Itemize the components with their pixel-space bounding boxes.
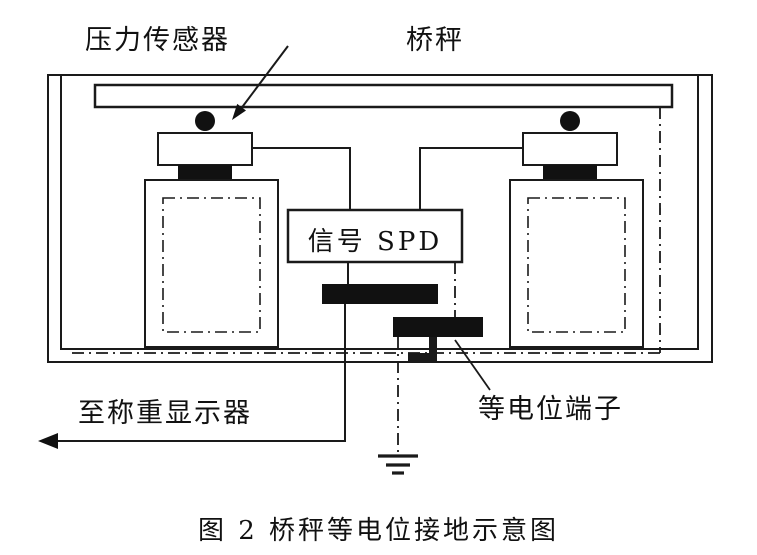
left-load-cell-inner-dashdot [162,197,261,333]
bonding-hook [408,337,437,361]
figure-caption: 图 2 桥秤等电位接地示意图 [197,516,560,546]
left-load-cell-pad [178,165,232,180]
right-load-cell-body [509,179,644,348]
ground-symbol [378,454,418,475]
to-weighing-display-label: 至称重显示器 [78,398,252,429]
right-signal-wire [419,147,523,210]
display-wire [56,304,346,442]
right-load-cell-inner-dashdot [527,197,626,333]
left-load-cell [144,111,279,348]
right-load-cell-ball [560,111,580,131]
left-signal-wire [252,147,351,210]
right-load-cell-cap [522,132,618,166]
pressure-sensor-arrowhead-icon [232,103,246,120]
equipotential-terminal-bar [393,317,483,337]
display-arrowhead-icon [38,433,58,449]
signal-spd-label: 信号 SPD [307,227,443,257]
signal-busbar [322,284,438,304]
right-load-cell [509,111,644,348]
pit-inner-wall [60,75,699,350]
left-load-cell-body [144,179,279,348]
left-load-cell-cap [157,132,253,166]
left-load-cell-ball [195,111,215,131]
pit-outer-wall [47,74,713,363]
signal-spd-box [286,208,464,264]
terminal-leader-line [454,339,491,391]
right-load-cell-pad [543,165,597,180]
pressure-sensor-arrow [239,45,289,111]
equipotential-terminal-label: 等电位端子 [478,394,623,425]
bridge-scale-label: 桥秤 [406,25,464,56]
pressure-sensor-label: 压力传感器 [85,25,230,56]
bridge-platform [93,83,674,109]
